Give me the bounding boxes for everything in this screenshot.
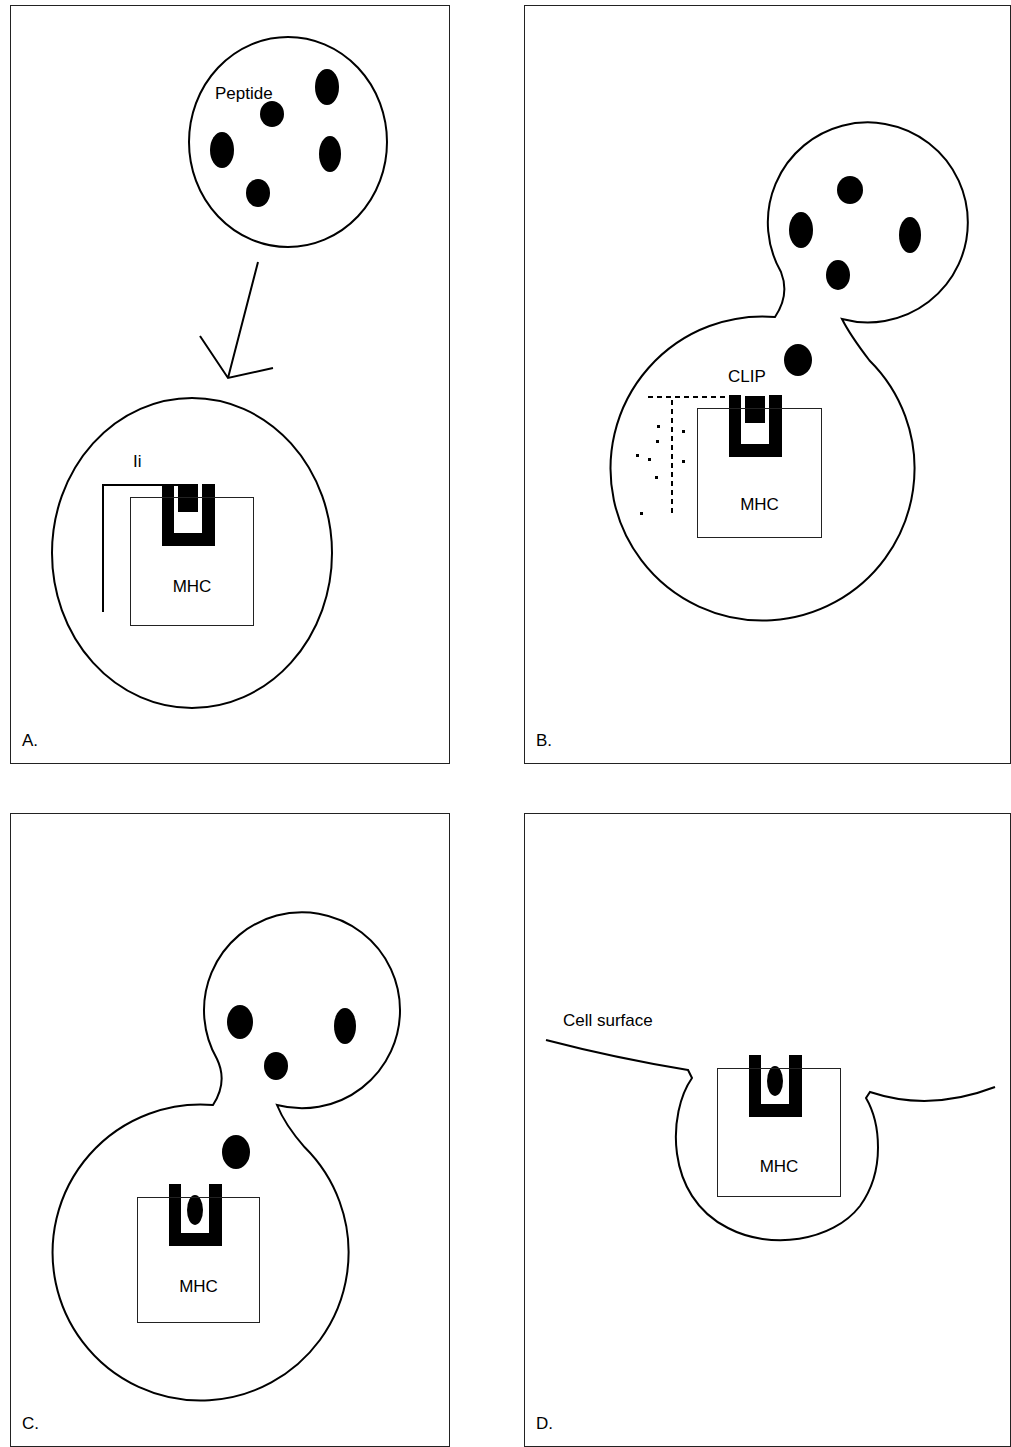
degraded-invariant-chain — [648, 397, 729, 515]
peptide-dot — [837, 176, 863, 204]
node-label: MHC — [131, 577, 253, 597]
vesicle-membrane — [189, 37, 387, 247]
mhc-molecule: MHC — [137, 1197, 260, 1323]
panel-letter: A. — [22, 731, 38, 751]
fragment — [648, 458, 651, 461]
panel-letter: D. — [536, 1414, 553, 1434]
structure-label: Cell surface — [563, 1011, 653, 1031]
peptide-dot — [210, 132, 234, 168]
binding-groove — [729, 395, 782, 457]
fragments — [636, 425, 685, 515]
fragment — [657, 425, 660, 428]
peptide-dots — [210, 69, 341, 207]
binding-groove — [169, 1184, 222, 1246]
node-label: MHC — [718, 1157, 840, 1177]
endosome-membrane — [52, 398, 332, 708]
mhc-molecule: MHC — [130, 497, 254, 626]
panel-frame: A. PeptideMHC — [10, 5, 450, 764]
panel-c-art — [53, 912, 400, 1400]
fragment — [656, 440, 659, 443]
mhc-molecule: MHC — [697, 408, 822, 538]
clip-block — [745, 396, 765, 423]
peptide-dot — [784, 344, 812, 376]
bound-peptide — [187, 1195, 203, 1225]
fragment — [682, 430, 685, 433]
panel-frame: B. MHC — [524, 5, 1011, 764]
fragment — [640, 512, 643, 515]
peptide-dot — [315, 69, 339, 105]
node-label: MHC — [698, 495, 821, 515]
protein-label: Ii — [133, 452, 142, 472]
cell-membrane — [546, 1040, 995, 1240]
panel-a-art — [52, 36, 388, 708]
peptide-dot — [222, 1135, 250, 1169]
panel-b-art — [611, 122, 968, 620]
peptide-dot — [334, 1008, 356, 1044]
peptide-dot — [826, 260, 850, 290]
fragment — [636, 454, 639, 457]
fusing-vesicles — [611, 122, 968, 620]
panel-d-art — [546, 1040, 995, 1240]
transport-arrow — [200, 262, 273, 378]
mhc-molecule: MHC — [717, 1068, 841, 1197]
peptide-dot — [319, 136, 341, 172]
bound-peptide — [767, 1066, 783, 1096]
binding-groove — [749, 1055, 802, 1117]
fragment — [655, 476, 658, 479]
fusing-vesicles — [53, 912, 400, 1400]
panel-frame: C. MHC — [10, 813, 450, 1447]
binding-groove — [162, 484, 215, 546]
protein-label: CLIP — [728, 367, 766, 387]
peptide-vesicle: Peptide — [188, 36, 388, 248]
panel-letter: C. — [22, 1414, 39, 1434]
peptide-dot — [899, 217, 921, 253]
node-label: MHC — [138, 1277, 259, 1297]
node-label: Peptide — [215, 84, 273, 104]
panel-frame: D. MHC — [524, 813, 1011, 1447]
panel-letter: B. — [536, 731, 552, 751]
fragment — [682, 460, 685, 463]
vesicle-membrane — [188, 36, 388, 248]
peptide-dot — [789, 212, 813, 248]
peptide-dot — [260, 101, 284, 127]
peptide-dot — [246, 179, 270, 207]
peptide-dots — [784, 176, 921, 376]
vesicle-outline — [188, 36, 388, 248]
peptide-dot — [227, 1005, 253, 1039]
peptide-dot — [264, 1052, 288, 1080]
peptide-dots — [222, 1005, 356, 1169]
clip-block — [178, 484, 198, 512]
